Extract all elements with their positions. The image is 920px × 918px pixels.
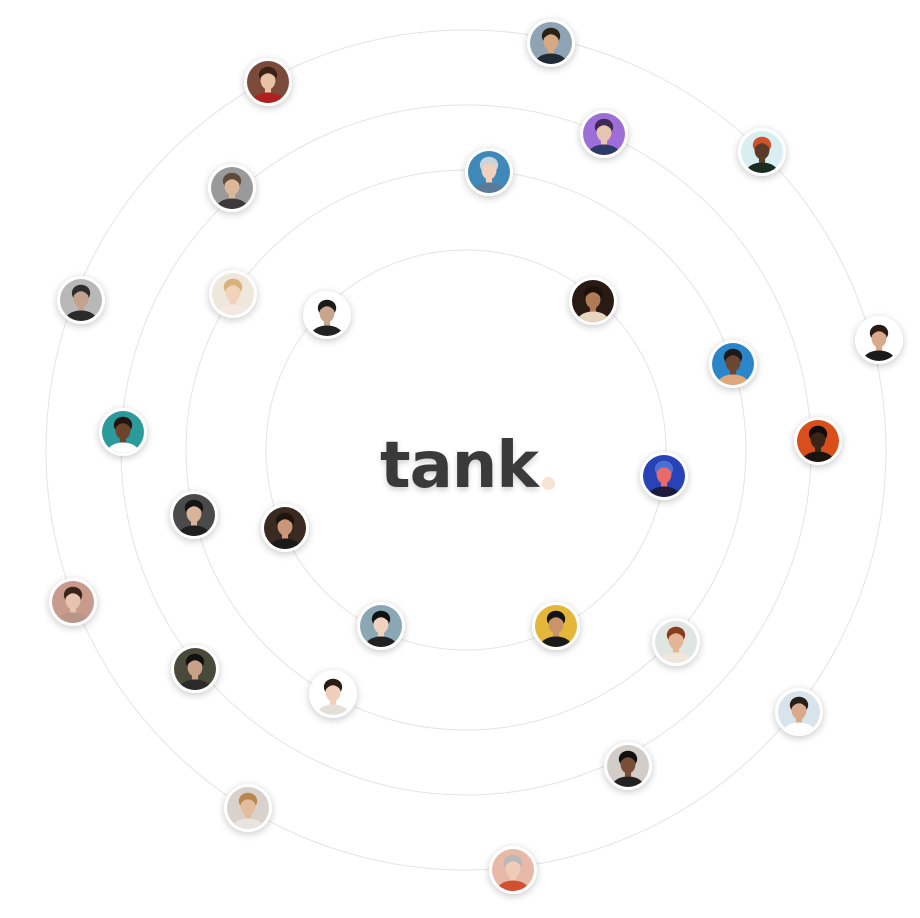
logo-dot <box>541 477 555 490</box>
person-portrait-icon <box>858 319 900 361</box>
person-portrait-icon <box>492 849 534 891</box>
person-portrait-icon <box>607 745 649 787</box>
avatar[interactable] <box>224 784 272 832</box>
person-portrait-icon <box>741 131 783 173</box>
avatar[interactable] <box>709 340 757 388</box>
person-portrait-icon <box>535 605 577 647</box>
person-portrait-icon <box>247 61 289 103</box>
person-portrait-icon <box>572 280 614 322</box>
person-portrait-icon <box>583 113 625 155</box>
avatar[interactable] <box>303 291 351 339</box>
person-portrait-icon <box>712 343 754 385</box>
avatar[interactable] <box>209 270 257 318</box>
person-portrait-icon <box>312 673 354 715</box>
person-portrait-icon <box>174 648 216 690</box>
logo-text: tank <box>380 429 539 503</box>
avatar[interactable] <box>99 408 147 456</box>
person-portrait-icon <box>643 455 685 497</box>
avatar[interactable] <box>465 148 513 196</box>
person-portrait-icon <box>468 151 510 193</box>
avatar[interactable] <box>489 846 537 894</box>
avatar[interactable] <box>580 110 628 158</box>
avatar[interactable] <box>171 645 219 693</box>
person-portrait-icon <box>212 273 254 315</box>
person-portrait-icon <box>227 787 269 829</box>
avatar[interactable] <box>208 164 256 212</box>
person-portrait-icon <box>655 621 697 663</box>
person-portrait-icon <box>264 507 306 549</box>
avatar[interactable] <box>170 491 218 539</box>
avatar[interactable] <box>640 452 688 500</box>
avatar[interactable] <box>652 618 700 666</box>
avatar[interactable] <box>794 417 842 465</box>
tank-logo: tank <box>380 418 580 498</box>
person-portrait-icon <box>778 691 820 733</box>
avatar[interactable] <box>738 128 786 176</box>
avatar[interactable] <box>49 578 97 626</box>
avatar[interactable] <box>775 688 823 736</box>
person-portrait-icon <box>173 494 215 536</box>
person-portrait-icon <box>60 279 102 321</box>
person-portrait-icon <box>306 294 348 336</box>
avatar[interactable] <box>532 602 580 650</box>
person-portrait-icon <box>360 605 402 647</box>
avatar[interactable] <box>604 742 652 790</box>
orbit-ring-4 <box>45 29 887 871</box>
orbit-ring-1 <box>265 249 667 651</box>
avatar[interactable] <box>309 670 357 718</box>
person-portrait-icon <box>52 581 94 623</box>
avatar[interactable] <box>569 277 617 325</box>
avatar[interactable] <box>855 316 903 364</box>
person-portrait-icon <box>530 22 572 64</box>
avatar[interactable] <box>357 602 405 650</box>
person-portrait-icon <box>102 411 144 453</box>
avatar[interactable] <box>527 19 575 67</box>
avatar[interactable] <box>244 58 292 106</box>
person-portrait-icon <box>211 167 253 209</box>
avatar[interactable] <box>57 276 105 324</box>
avatar[interactable] <box>261 504 309 552</box>
person-portrait-icon <box>797 420 839 462</box>
